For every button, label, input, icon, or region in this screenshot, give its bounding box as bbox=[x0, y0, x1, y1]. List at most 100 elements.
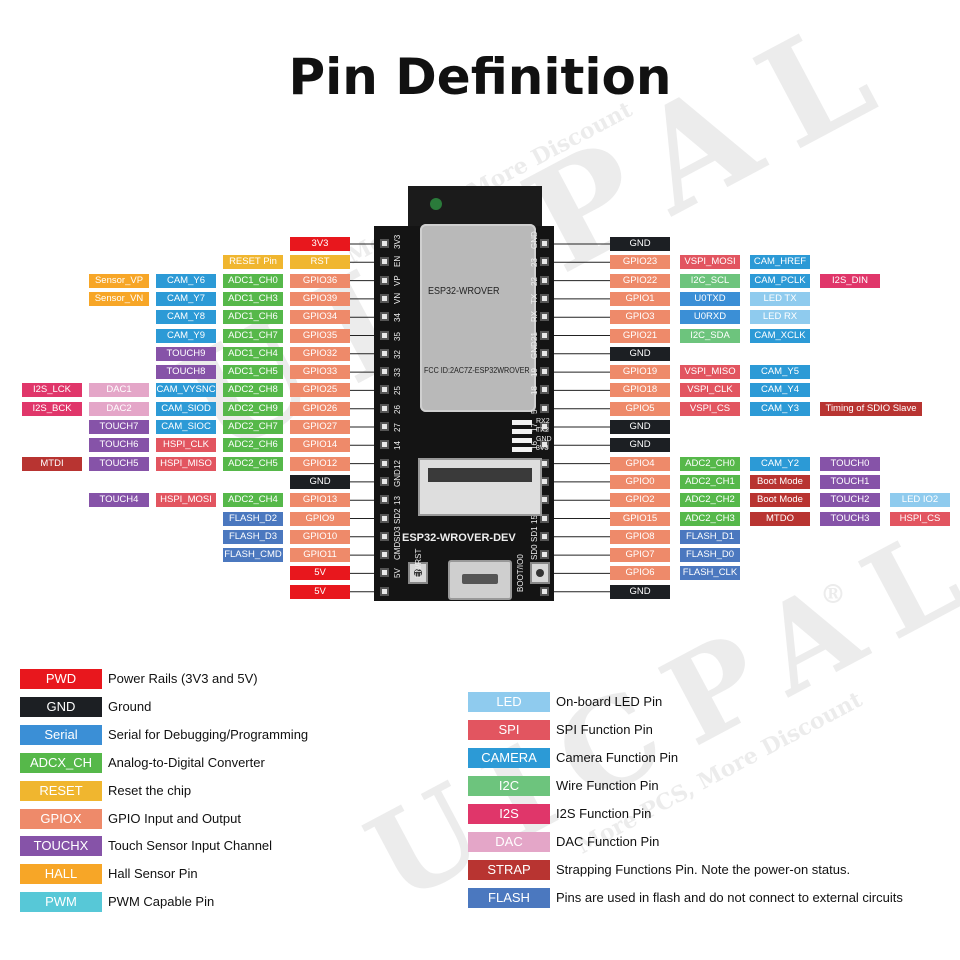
pin-label-touch8: TOUCH8 bbox=[156, 365, 216, 380]
led-label-gnd: GND bbox=[536, 436, 552, 443]
header-pin bbox=[540, 550, 549, 560]
legend-text-dac: DAC Function Pin bbox=[556, 834, 660, 849]
pin-label-touch3: TOUCH3 bbox=[820, 511, 880, 526]
pin-label-cam-href: CAM_HREF bbox=[750, 255, 810, 270]
header-pin bbox=[540, 385, 549, 395]
pin-label-5v: 5V bbox=[290, 584, 350, 599]
pin-label-vspi-clk: VSPI_CLK bbox=[680, 383, 740, 398]
silk-right-21: 21 bbox=[530, 331, 539, 341]
legend-swatch-camera: CAMERA bbox=[468, 748, 550, 768]
pin-label-cam-y4: CAM_Y4 bbox=[750, 383, 810, 398]
onboard-led bbox=[512, 438, 532, 443]
header-pin bbox=[380, 550, 389, 560]
silk-right-23: 23 bbox=[530, 258, 539, 268]
silk-left-12: 12 bbox=[393, 459, 402, 469]
header-pin bbox=[540, 513, 549, 523]
pin-label-adc1-ch7: ADC1_CH7 bbox=[223, 328, 283, 343]
pin-label-gpio22: GPIO22 bbox=[610, 273, 670, 288]
led-label-3v3: 3V3 bbox=[536, 445, 549, 452]
pin-label-touch9: TOUCH9 bbox=[156, 346, 216, 361]
header-pin bbox=[380, 312, 389, 322]
pin-label-gnd: GND bbox=[610, 237, 670, 251]
legend-text-strap: Strapping Functions Pin. Note the power-… bbox=[556, 862, 851, 877]
pin-label-gpio0: GPIO0 bbox=[610, 474, 670, 489]
legend-text-hall: Hall Sensor Pin bbox=[108, 866, 198, 882]
led-label-tx2: TX2 bbox=[536, 427, 549, 434]
pin-label-gpio4: GPIO4 bbox=[610, 456, 670, 471]
header-pin bbox=[540, 330, 549, 340]
header-pin bbox=[540, 293, 549, 303]
pin-label-flash-cmd: FLASH_CMD bbox=[223, 548, 283, 563]
legend-text-touchx: Touch Sensor Input Channel bbox=[108, 838, 273, 854]
pin-label-gpio7: GPIO7 bbox=[610, 548, 670, 563]
pin-label-adc2-ch1: ADC2_CH1 bbox=[680, 474, 740, 489]
pin-label-gnd: GND bbox=[610, 584, 670, 599]
legend-text-i2s: I2S Function Pin bbox=[556, 806, 652, 821]
pin-label-gnd: GND bbox=[610, 438, 670, 453]
pin-label-gpio3: GPIO3 bbox=[610, 310, 670, 325]
pin-label-adc2-ch6: ADC2_CH6 bbox=[223, 438, 283, 453]
pin-label-adc2-ch3: ADC2_CH3 bbox=[680, 511, 740, 526]
header-pin bbox=[380, 568, 389, 578]
pin-label-cam-sioc: CAM_SIOC bbox=[156, 420, 216, 434]
silk-left-34: 34 bbox=[393, 313, 402, 323]
pin-label-adc1-ch6: ADC1_CH6 bbox=[223, 310, 283, 325]
silk-left-sd2: SD2 bbox=[393, 507, 402, 524]
pin-label-touch1: TOUCH1 bbox=[820, 474, 880, 489]
silk-right-gnd: GND bbox=[530, 231, 539, 249]
pin-label-adc1-ch0: ADC1_CH0 bbox=[223, 273, 283, 288]
legend-text-gpiox: GPIO Input and Output bbox=[108, 810, 241, 826]
pin-label-gnd: GND bbox=[610, 420, 670, 434]
silk-left-14: 14 bbox=[393, 441, 402, 451]
pin-label-hspi-clk: HSPI_CLK bbox=[156, 438, 216, 453]
pin-label-adc2-ch8: ADC2_CH8 bbox=[223, 383, 283, 398]
legend-text-reset: Reset the chip bbox=[108, 782, 192, 798]
pin-label-gpio6: GPIO6 bbox=[610, 566, 670, 581]
pin-label-i2s-bck: I2S_BCK bbox=[22, 401, 82, 416]
pin-label-reset-pin: RESET Pin bbox=[223, 255, 283, 270]
pin-label-mtdo: MTDO bbox=[750, 511, 810, 526]
silk-left-sd3: SD3 bbox=[393, 526, 402, 542]
pin-label-gpio36: GPIO36 bbox=[290, 273, 350, 288]
silk-right-gnd: GND bbox=[530, 341, 539, 359]
pin-label-i2c-scl: I2C_SCL bbox=[680, 273, 740, 288]
header-pin bbox=[380, 440, 389, 450]
silk-left-26: 26 bbox=[393, 404, 402, 414]
header-pin bbox=[380, 403, 389, 413]
silk-right-tx: TX bbox=[530, 293, 539, 304]
pin-label-adc2-ch9: ADC2_CH9 bbox=[223, 401, 283, 416]
boot-button[interactable] bbox=[530, 562, 550, 584]
header-pin bbox=[380, 495, 389, 505]
pin-label-gpio23: GPIO23 bbox=[610, 255, 670, 270]
silk-right-19: 19 bbox=[530, 368, 539, 378]
silk-left-5v: 5V bbox=[393, 568, 402, 579]
header-pin bbox=[380, 531, 389, 541]
usb-port[interactable] bbox=[448, 560, 512, 600]
boot-button-label: BOOT/IO0 bbox=[516, 554, 525, 592]
pin-label-gpio14: GPIO14 bbox=[290, 438, 350, 453]
pin-label-i2s-din: I2S_DIN bbox=[820, 273, 880, 288]
pin-label-hspi-miso: HSPI_MISO bbox=[156, 456, 216, 471]
legend-swatch-spi: SPI bbox=[468, 720, 550, 740]
pin-label-gpio26: GPIO26 bbox=[290, 401, 350, 416]
legend-text-camera: Camera Function Pin bbox=[556, 750, 679, 765]
en-reset-button[interactable] bbox=[408, 562, 428, 584]
silk-left-vp: VP bbox=[393, 274, 402, 286]
legend-swatch-reset: RESET bbox=[20, 780, 102, 801]
header-pin bbox=[380, 458, 389, 468]
legend-text-led: On-board LED Pin bbox=[556, 694, 663, 709]
pin-label-adc1-ch3: ADC1_CH3 bbox=[223, 291, 283, 306]
pin-label-flash-d3: FLASH_D3 bbox=[223, 529, 283, 544]
pin-label-touch0: TOUCH0 bbox=[820, 456, 880, 471]
legend-text-i2c: Wire Function Pin bbox=[556, 778, 659, 793]
pin-label-cam-pclk: CAM_PCLK bbox=[750, 273, 810, 288]
pin-label-3v3: 3V3 bbox=[290, 237, 350, 251]
header-pin bbox=[540, 312, 549, 322]
legend-swatch-pwd: PWD bbox=[20, 669, 102, 689]
pin-label-touch5: TOUCH5 bbox=[89, 456, 149, 471]
header-pin bbox=[380, 476, 389, 486]
pin-label-led-io2: LED IO2 bbox=[890, 493, 950, 508]
pin-label-gpio39: GPIO39 bbox=[290, 291, 350, 306]
pin-label-touch7: TOUCH7 bbox=[89, 420, 149, 434]
pin-label-led-tx: LED TX bbox=[750, 291, 810, 306]
